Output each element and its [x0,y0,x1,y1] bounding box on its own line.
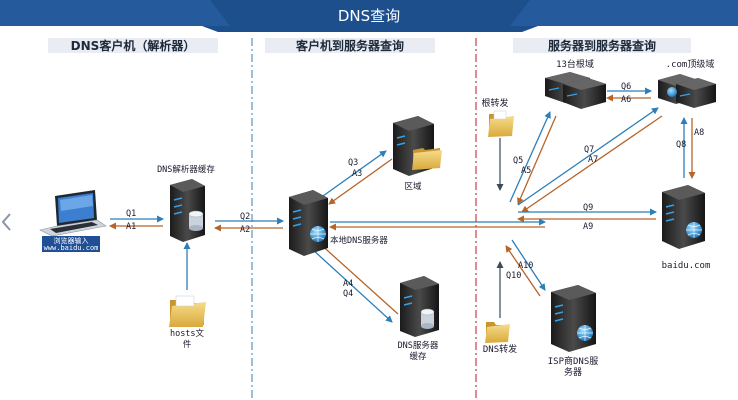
label-a4: A4 [343,279,353,289]
label-a3: A3 [352,169,362,179]
arrow-a7 [521,115,663,213]
root-forward-label: 根转发 [481,97,508,109]
com-tld-label: .com顶级域 [666,58,715,70]
arrow-a4 [317,241,399,315]
arrow-q10 [511,239,546,291]
dns-cache-server-icon [400,276,439,337]
zone-label: 区域 [404,181,422,192]
dns-cache-label-line2: 缓存 [409,351,427,362]
local-dns-label: 本地DNS服务器 [330,235,388,246]
section-header-bg-s2s [513,38,691,53]
laptop-icon [39,190,107,237]
isp-label-line2: 务器 [564,366,582,378]
baidu-server-icon [662,185,705,249]
page-title: DNS查询 [338,7,400,25]
label-q9: Q9 [583,203,593,213]
resolver-cache-server-icon [170,179,205,242]
zone-server-icon [393,116,442,176]
label-q1: Q1 [126,209,136,219]
laptop-caption-bg [42,236,100,252]
laptop-caption-line2: www.baidu.com [44,244,99,252]
label-q5: Q5 [513,156,523,166]
baidu-label: baidu.com [662,261,711,271]
label-a9: A9 [583,222,593,232]
label-a7: A7 [588,155,598,165]
dns-forward-label: DNS转发 [483,343,517,355]
section-server-to-server: 服务器到服务器查询 [548,38,656,53]
com-tld-servers-icon [658,74,716,108]
dns-cache-label-line1: DNS服务器 [398,340,439,351]
label-a2: A2 [240,225,250,235]
arrow-a10 [505,245,541,297]
label-q3: Q3 [348,158,358,168]
label-a10: A10 [518,261,533,271]
prev-chevron-icon[interactable] [1,213,11,231]
label-a1: A1 [126,222,136,232]
label-a8: A8 [694,128,704,138]
arrow-q5 [509,111,551,203]
arrow-q4 [311,248,393,323]
label-q2: Q2 [240,212,250,222]
isp-dns-server-icon [551,285,596,352]
hosts-label-line1: hosts文 [170,328,205,339]
hosts-folder-icon [169,295,206,327]
root-servers-icon [545,72,606,109]
arrow-q7 [517,107,659,206]
arrow-q3 [322,150,387,197]
title-banner: DNS查询 [0,0,738,32]
isp-label-line1: ISP商DNS服 [548,355,599,367]
section-client-to-server: 客户机到服务器查询 [295,38,404,53]
section-client: DNS客户机（解析器） [71,38,196,53]
resolver-cache-label: DNS解析器缓存 [157,164,215,175]
label-q10: Q10 [506,271,521,281]
arrow-a3 [328,158,393,205]
root-servers-label: 13台根域 [556,58,594,70]
local-dns-server-icon [289,190,328,256]
dns-forward-folder-icon [485,322,510,343]
arrow-a5 [517,115,557,205]
section-header-bg-client [48,38,218,53]
root-forward-folder-icon [488,110,514,137]
laptop-caption-line1: 浏览器输入 [54,236,89,245]
section-header-bg-c2s [265,38,435,53]
hosts-label-line2: 件 [183,339,192,350]
label-q4: Q4 [343,289,353,299]
label-q6: Q6 [621,82,631,92]
label-q7: Q7 [584,145,594,155]
label-a6: A6 [621,95,631,105]
label-a5: A5 [521,166,531,176]
label-q8: Q8 [676,140,686,150]
